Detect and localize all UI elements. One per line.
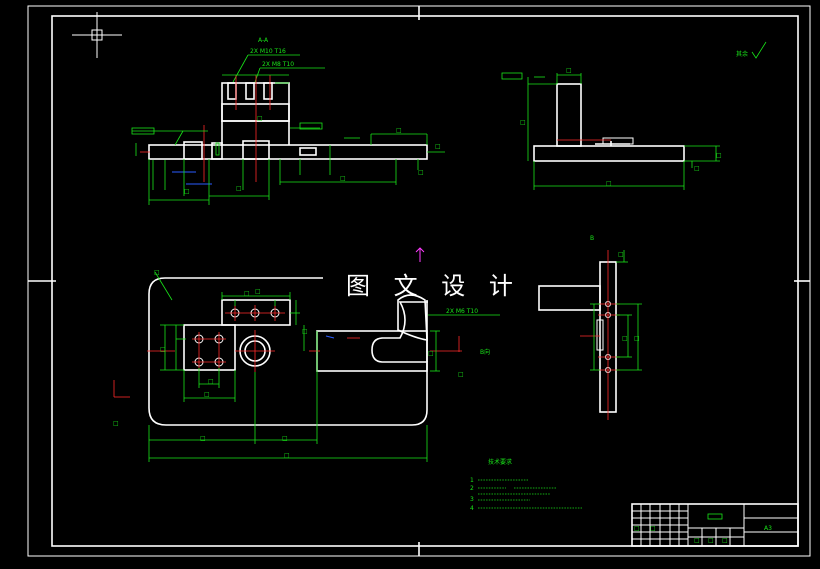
svg-text:□: □	[204, 391, 210, 398]
tech-requirement-line-2: 2	[470, 485, 474, 492]
svg-text:□: □	[418, 169, 424, 176]
thread-callout-group: 2X M10 T16 2X M8 T10	[232, 48, 325, 83]
svg-text:□: □	[606, 180, 612, 187]
roughness-note: 其余	[736, 41, 767, 59]
svg-text:□: □	[154, 269, 160, 276]
title-block: A3 □ □ □ □ □	[631, 503, 799, 547]
svg-text:□: □	[634, 525, 640, 532]
svg-text:□: □	[257, 115, 263, 122]
svg-text:□: □	[302, 328, 308, 335]
svg-text:□: □	[435, 143, 441, 150]
thread-callout-1: 2X M10 T16	[250, 48, 286, 55]
thread-callout-3: 2X M6 T10	[446, 308, 478, 315]
svg-text:□: □	[200, 435, 206, 442]
plan-view: 2X M6 T10 B向	[113, 247, 500, 462]
technical-requirements: 技术要求 1 2 3 4	[470, 458, 582, 512]
tech-requirements-title: 技术要求	[488, 458, 512, 466]
svg-text:□: □	[282, 435, 288, 442]
svg-text:□: □	[208, 378, 214, 385]
arrow-label: B向	[480, 348, 490, 356]
tech-requirement-line-1: 1	[470, 477, 474, 484]
svg-text:□: □	[284, 452, 290, 459]
title-block-drawing-no: A3	[764, 525, 772, 532]
svg-text:□: □	[566, 67, 572, 74]
svg-text:□: □	[244, 290, 250, 297]
svg-text:□: □	[236, 185, 242, 192]
thread-callout-2: 2X M8 T10	[262, 61, 294, 68]
svg-text:□: □	[708, 537, 714, 544]
section-label: A-A	[258, 37, 269, 44]
tech-requirement-line-3: 3	[470, 496, 474, 503]
svg-text:□: □	[184, 188, 190, 195]
svg-text:□: □	[113, 420, 119, 427]
svg-text:□: □	[255, 288, 261, 295]
svg-text:□: □	[722, 537, 728, 544]
svg-text:□: □	[160, 346, 166, 353]
cursor-crosshair-icon	[72, 12, 122, 58]
roughness-note-text: 其余	[736, 50, 748, 58]
drawing-frame	[27, 5, 811, 557]
svg-text:□: □	[396, 127, 402, 134]
svg-text:□: □	[694, 165, 700, 172]
svg-text:□: □	[340, 175, 346, 182]
watermark-text: 图 文 设 计	[346, 272, 521, 300]
svg-text:□: □	[618, 251, 624, 258]
svg-text:□: □	[458, 371, 464, 378]
svg-text:□: □	[622, 335, 628, 342]
view-label: B	[590, 235, 594, 242]
svg-text:□: □	[520, 119, 526, 126]
section-view-a-a: A-A 2X M10 T16 2X M8 T10	[131, 37, 445, 205]
svg-text:□: □	[650, 525, 656, 532]
side-view: □ □ □ □ □	[501, 67, 722, 190]
svg-text:□: □	[428, 350, 434, 357]
view-b: B	[538, 235, 642, 420]
tech-requirement-line-4: 4	[470, 505, 474, 512]
svg-text:□: □	[716, 152, 722, 159]
svg-text:□: □	[694, 537, 700, 544]
svg-text:□: □	[634, 335, 640, 342]
